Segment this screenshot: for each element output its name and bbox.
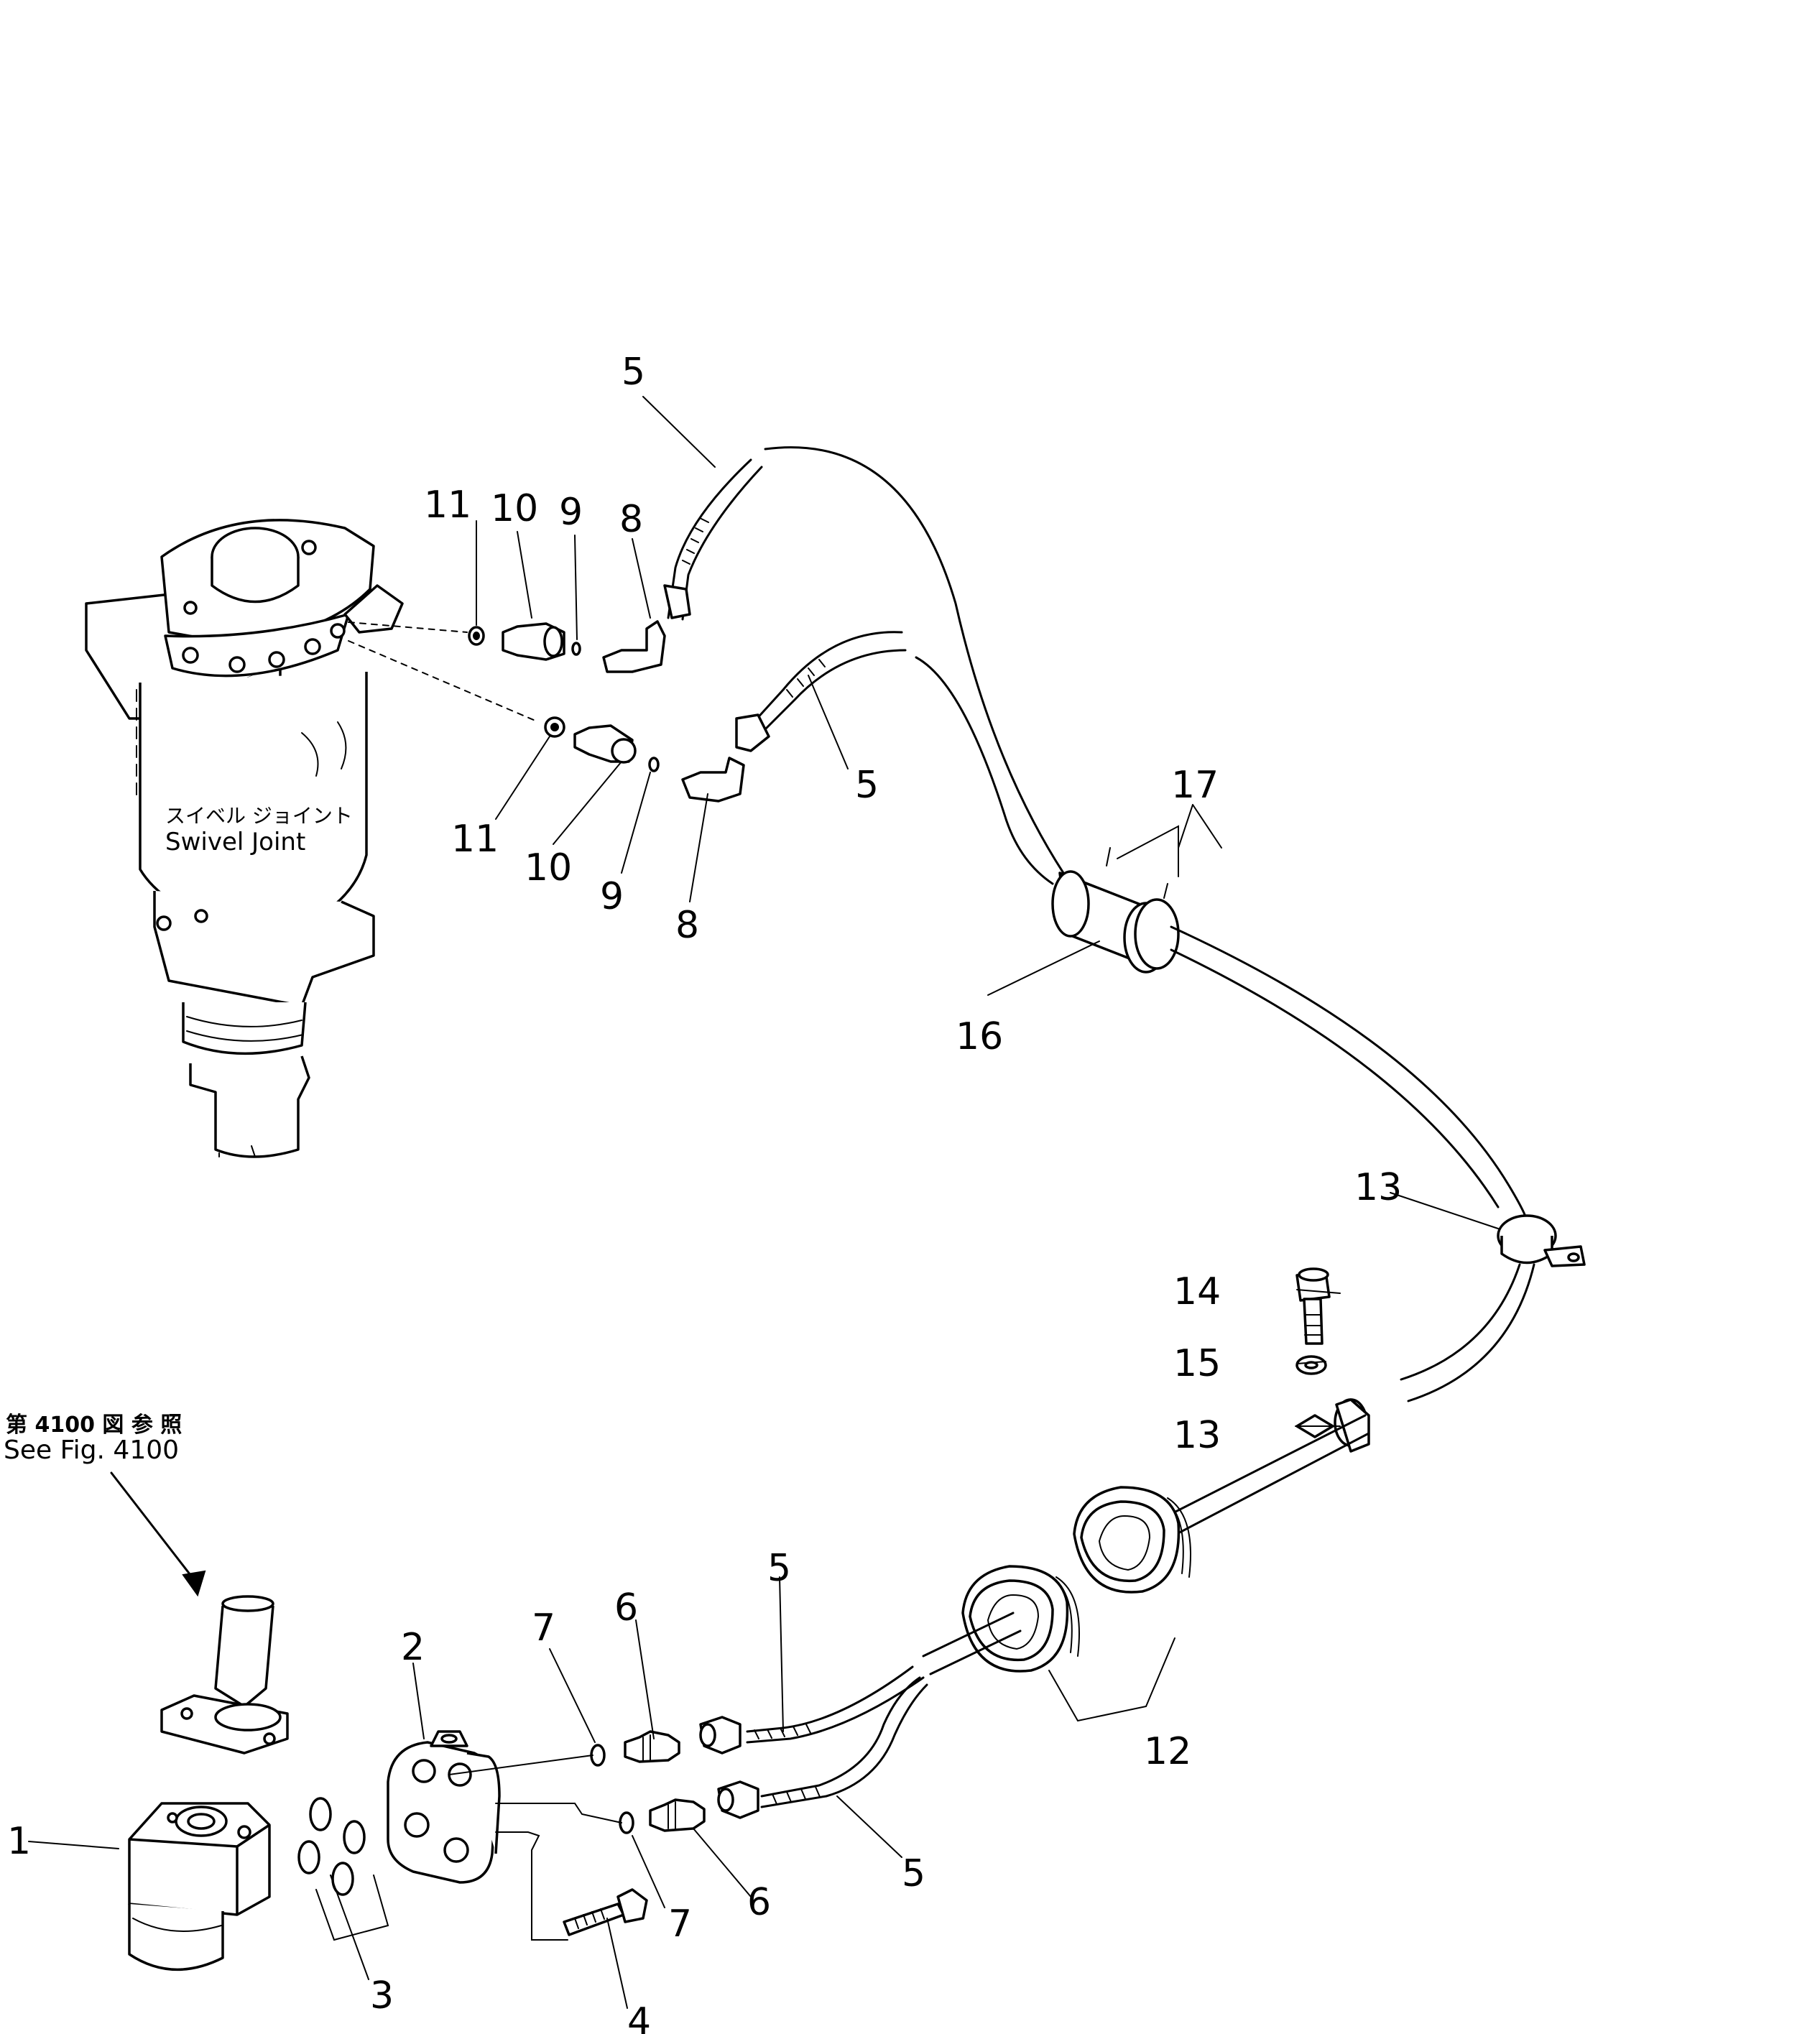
callout-2: 2 <box>401 1626 425 1669</box>
connector-6-lower <box>649 1798 706 1832</box>
callout-6-lower: 6 <box>747 1881 771 1924</box>
callout-9-lower: 9 <box>600 875 624 918</box>
elbow-8-upper <box>602 620 666 673</box>
hoses-lower <box>699 1665 928 1819</box>
callout-8-lower: 8 <box>675 904 699 947</box>
callout-13-upper: 13 <box>1354 1166 1402 1209</box>
steering-column-pipe <box>110 1471 289 1755</box>
swivel-joint-label-jp: スイベル ジョイント <box>165 804 353 828</box>
callout-10-upper: 10 <box>491 487 538 530</box>
see-fig-label-jp: 第 4100 図 参 照 <box>6 1413 182 1438</box>
sleeve-16-assembly <box>1051 847 1529 1226</box>
o-rings-3 <box>297 1797 389 1941</box>
callout-15: 15 <box>1173 1342 1221 1385</box>
callout-12: 12 <box>1144 1730 1191 1773</box>
callout-14: 14 <box>1173 1270 1221 1313</box>
swivel-joint-assembly: スイベル ジョイント Swivel Joint <box>85 519 536 1158</box>
callout-16: 16 <box>956 1015 1003 1058</box>
o-ring-9-lower <box>648 757 660 772</box>
middle-fittings <box>544 716 745 803</box>
connector-6-upper <box>624 1730 680 1763</box>
hoses-upper <box>663 446 1065 885</box>
callout-7-lower: 7 <box>668 1903 692 1946</box>
grommet-12-right <box>1073 1486 1191 1594</box>
callout-13-lower: 13 <box>1173 1414 1221 1457</box>
orbitrol-unit-1 <box>128 1802 271 1971</box>
bolt-and-washer <box>1295 1267 1370 1453</box>
callout-8-upper: 8 <box>619 498 643 541</box>
leader-lines <box>28 396 1499 2009</box>
swivel-joint-label-en: Swivel Joint <box>165 828 305 856</box>
callout-5-valve-upper: 5 <box>767 1547 791 1590</box>
callout-5-middle: 5 <box>855 764 879 807</box>
callout-6-upper: 6 <box>614 1586 638 1629</box>
elbow-8-lower <box>681 757 745 803</box>
callout-11-lower: 11 <box>451 818 499 861</box>
bolt-4 <box>563 1888 648 1936</box>
callout-10-lower: 10 <box>525 846 572 889</box>
upper-fittings <box>468 620 666 673</box>
valve-block-2 <box>387 1730 622 1941</box>
o-ring-9-upper <box>571 642 581 656</box>
callout-numbers: 5 11 10 9 8 5 11 10 9 8 17 16 13 14 15 1… <box>7 351 1402 2034</box>
callout-5-valve-lower: 5 <box>902 1852 925 1895</box>
valve-fittings <box>590 1730 706 1834</box>
callout-17: 17 <box>1171 764 1219 807</box>
callout-9-upper: 9 <box>559 491 583 534</box>
see-figure-note: 第 4100 図 参 照 See Fig. 4100 <box>4 1413 182 1465</box>
callout-11-upper: 11 <box>424 484 471 527</box>
see-fig-label-en: See Fig. 4100 <box>4 1436 179 1465</box>
callout-7-upper: 7 <box>532 1607 555 1650</box>
callout-4: 4 <box>627 2000 651 2034</box>
hose-bundle-lower <box>922 1414 1370 1722</box>
callout-3: 3 <box>370 1974 394 2017</box>
callout-1: 1 <box>7 1820 31 1863</box>
grommet-12-left <box>961 1565 1080 1673</box>
clamp-13-upper <box>1400 1214 1586 1402</box>
callout-5-top: 5 <box>622 351 645 394</box>
